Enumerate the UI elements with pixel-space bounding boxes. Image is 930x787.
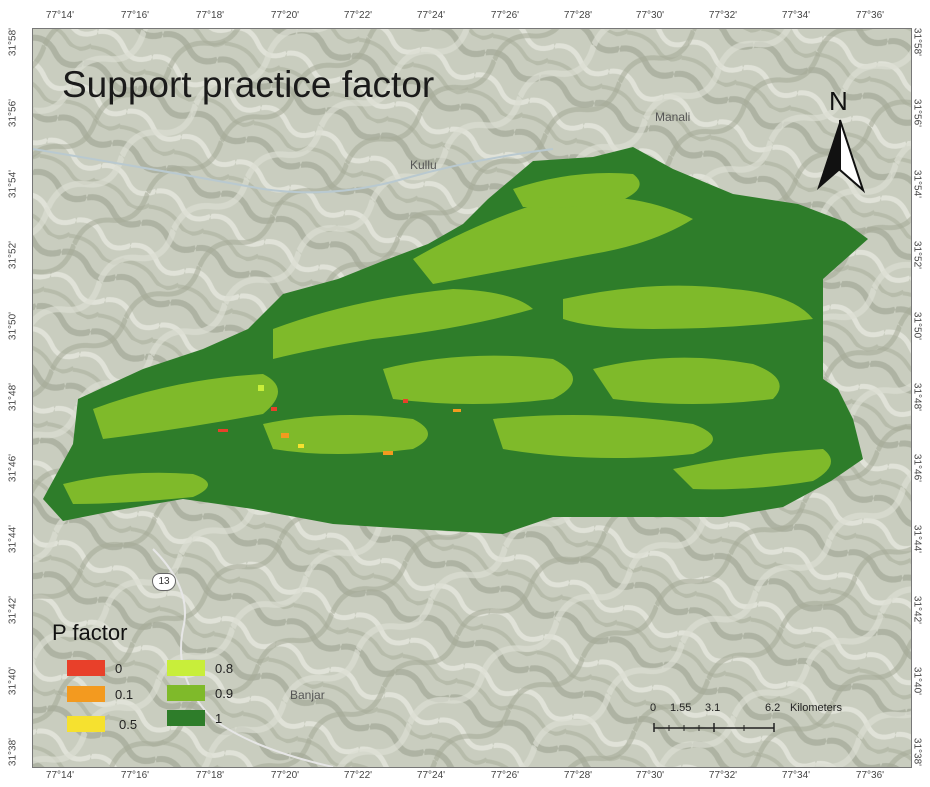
map-frame: [32, 28, 912, 768]
lon-tick-bottom: 77°20': [270, 770, 300, 781]
river: [33, 148, 554, 194]
lat-tick-right: 31°54': [911, 169, 923, 199]
lon-tick-bottom: 77°30': [635, 770, 665, 781]
light-green-zones: [63, 173, 831, 504]
lat-tick-left: 31°56': [7, 98, 19, 128]
lon-tick-bottom: 77°28': [563, 770, 593, 781]
scale-bar: 0 1.55 3.1 6.2 Kilometers: [650, 702, 880, 742]
lat-tick-right: 31°42': [911, 595, 923, 625]
lon-tick-bottom: 77°34': [781, 770, 811, 781]
lon-tick-top: 77°28': [563, 10, 593, 21]
lat-tick-left: 31°52': [7, 240, 19, 270]
lon-tick-top: 77°18': [195, 10, 225, 21]
place-label-banjar: Banjar: [290, 688, 325, 702]
legend-label: 0.8: [215, 661, 234, 676]
scale-bar-graphic: [653, 723, 775, 732]
road: [152, 548, 334, 767]
scale-label: 1.55: [670, 702, 692, 714]
lat-tick-left: 31°44': [7, 524, 19, 554]
lon-tick-top: 77°22': [343, 10, 373, 21]
lat-tick-left: 31°38': [7, 737, 19, 767]
legend-label: 0.1: [115, 687, 134, 702]
legend-label: 1: [215, 711, 223, 726]
lat-tick-right: 31°50': [911, 311, 923, 341]
lon-tick-top: 77°16': [120, 10, 150, 21]
lon-tick-top: 77°26': [490, 10, 520, 21]
legend-swatch: [167, 685, 205, 701]
lon-tick-top: 77°24': [416, 10, 446, 21]
lat-tick-right: 31°46': [911, 453, 923, 483]
scale-label: 6.2: [765, 702, 781, 714]
legend-title: P factor: [52, 620, 128, 645]
legend-swatch: [167, 660, 205, 676]
scale-unit: Kilometers: [790, 702, 842, 714]
legend-label: 0.9: [215, 686, 234, 701]
legend-item: 0.1: [67, 686, 157, 706]
lon-tick-top: 77°14': [45, 10, 75, 21]
lon-tick-top: 77°34': [781, 10, 811, 21]
lat-tick-left: 31°46': [7, 453, 19, 483]
lat-tick-right: 31°52': [911, 240, 923, 270]
place-label-manali: Manali: [655, 110, 691, 124]
legend-swatch: [167, 710, 205, 726]
legend-item: 0.8: [167, 660, 257, 680]
lon-tick-top: 77°20': [270, 10, 300, 21]
legend-swatch: [67, 716, 105, 732]
map-canvas: [33, 29, 911, 767]
legend-swatch: [67, 686, 105, 702]
lon-tick-bottom: 77°18': [195, 770, 225, 781]
road-shield-icon: 13: [152, 573, 176, 591]
lon-tick-bottom: 77°24': [416, 770, 446, 781]
small-class-patches: [218, 385, 461, 455]
lon-tick-bottom: 77°22': [343, 770, 373, 781]
lat-tick-left: 31°54': [7, 169, 19, 199]
lat-tick-left: 31°58': [7, 27, 19, 57]
lon-tick-bottom: 77°16': [120, 770, 150, 781]
scale-label: 3.1: [705, 702, 721, 714]
lat-tick-left: 31°42': [7, 595, 19, 625]
lon-tick-top: 77°36': [855, 10, 885, 21]
legend-swatch: [67, 660, 105, 676]
lon-tick-top: 77°30': [635, 10, 665, 21]
legend-item: 1: [167, 710, 257, 730]
map-title: Support practice factor: [62, 64, 435, 105]
north-arrow-icon: [817, 119, 865, 194]
legend-item: 0: [67, 660, 157, 680]
lat-tick-right: 31°56': [911, 98, 923, 128]
legend-label: 0.5: [119, 717, 138, 732]
lat-tick-right: 31°44': [911, 524, 923, 554]
lon-tick-bottom: 77°32': [708, 770, 738, 781]
legend-item: 0.5: [67, 716, 157, 736]
lon-tick-top: 77°32': [708, 10, 738, 21]
lat-tick-left: 31°40': [7, 666, 19, 696]
lat-tick-right: 31°58': [911, 27, 923, 57]
legend-item: 0.9: [167, 685, 257, 705]
legend-label: 0: [115, 661, 123, 676]
place-label-kullu: Kullu: [410, 158, 437, 172]
lon-tick-bottom: 77°36': [855, 770, 885, 781]
lat-tick-left: 31°48': [7, 382, 19, 412]
north-label: N: [829, 86, 848, 116]
lat-tick-right: 31°48': [911, 382, 923, 412]
lat-tick-left: 31°50': [7, 311, 19, 341]
lon-tick-bottom: 77°14': [45, 770, 75, 781]
lat-tick-right: 31°38': [911, 737, 923, 767]
lat-tick-right: 31°40': [911, 666, 923, 696]
scale-label: 0: [650, 702, 657, 714]
lon-tick-bottom: 77°26': [490, 770, 520, 781]
